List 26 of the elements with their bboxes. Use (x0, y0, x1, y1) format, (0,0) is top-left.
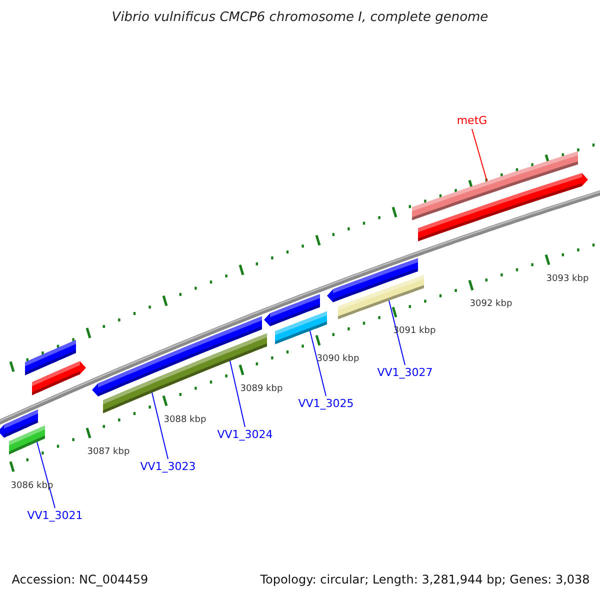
gene-label: VV1_3021 (27, 510, 83, 522)
genome-info-text: Topology: circular; Length: 3,281,944 bp; Genes: 3,038 (260, 573, 590, 587)
gene-block (9, 426, 45, 454)
gene-block (418, 173, 588, 242)
title: Vibrio vulnificus CMCP6 chromosome I, complete genome (112, 10, 488, 26)
scale-label: 3090 kbp (316, 355, 360, 366)
scale-label: 3093 kbp (546, 274, 589, 285)
gene-label: VV1_3025 (298, 398, 354, 410)
gene-block (338, 275, 424, 320)
gene-label: VV1_3024 (217, 428, 273, 442)
gene-block (103, 333, 267, 414)
scale-label: 3092 kbp (470, 300, 512, 310)
leader-line (310, 330, 326, 396)
leader-line (230, 360, 246, 428)
scale-label: 3087 kbp (87, 448, 130, 458)
gene-label: VV1_3027 (377, 366, 433, 380)
scale-label: 3089 kbp (240, 384, 283, 395)
accession-text: Accession: NC_004459 (12, 573, 148, 587)
leader-line (472, 128, 488, 182)
gene-label: VV1_3023 (140, 460, 196, 474)
scale-label: 3088 kbp (164, 416, 206, 426)
gene-label: metG (456, 114, 488, 128)
gene-block (275, 311, 327, 344)
gene-block (32, 361, 86, 396)
leader-line (152, 392, 168, 460)
leader-line (36, 441, 56, 508)
